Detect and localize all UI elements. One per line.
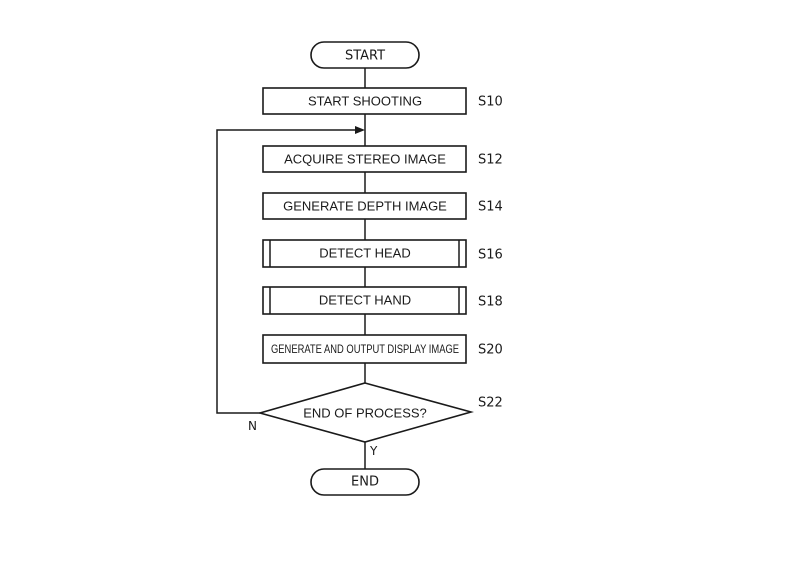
step-label: ACQUIRE STEREO IMAGE [284, 152, 446, 167]
loop-arrowhead-icon [355, 126, 365, 134]
end-terminal-shape [310, 468, 420, 496]
process-box [262, 145, 467, 173]
step-id: S10 [478, 95, 503, 110]
start-terminal: START [310, 41, 420, 69]
step-label: GENERATE AND OUTPUT DISPLAY IMAGE [271, 342, 459, 356]
start-terminal-shape [310, 41, 420, 69]
step-label: DETECT HEAD [319, 246, 411, 261]
process-box [262, 87, 467, 115]
step-s14: GENERATE DEPTH IMAGE S14 [262, 192, 503, 220]
step-s16: DETECT HEAD S16 [262, 239, 503, 268]
decision-diamond [257, 382, 474, 443]
decision-id: S22 [478, 396, 503, 411]
connector-s22-loop-no [216, 129, 358, 414]
step-id: S12 [478, 153, 503, 168]
start-label: START [345, 49, 385, 64]
yes-branch-label: Y [369, 444, 378, 458]
decision-label: END OF PROCESS? [303, 406, 427, 421]
no-branch-label: N [248, 419, 257, 433]
step-s20: GENERATE AND OUTPUT DISPLAY IMAGE S20 [262, 334, 503, 364]
step-s10: START SHOOTING S10 [262, 87, 503, 115]
end-terminal: END [310, 468, 420, 496]
end-label: END [351, 475, 379, 490]
step-id: S18 [478, 295, 503, 310]
predefined-process-box [262, 239, 467, 268]
connectors [216, 68, 366, 469]
process-box [262, 334, 467, 364]
step-id: S16 [478, 248, 503, 263]
predefined-process-box [262, 286, 467, 315]
step-label: START SHOOTING [308, 94, 422, 109]
step-label: DETECT HAND [319, 293, 411, 308]
step-id: S20 [478, 343, 503, 358]
step-s18: DETECT HAND S18 [262, 286, 503, 315]
step-label: GENERATE DEPTH IMAGE [283, 199, 447, 214]
step-id: S14 [478, 200, 503, 215]
process-box [262, 192, 467, 220]
step-s12: ACQUIRE STEREO IMAGE S12 [262, 145, 503, 173]
decision-s22: END OF PROCESS? S22 N Y [248, 382, 503, 458]
